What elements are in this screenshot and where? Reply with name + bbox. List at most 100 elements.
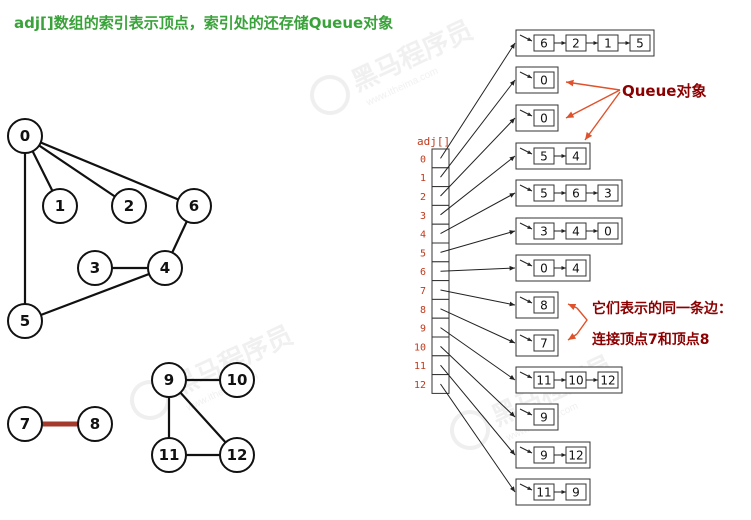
adj-pointer-arrow [440,346,516,418]
queue-node [533,109,555,127]
graph-vertex: 5 [7,303,43,339]
graph-vertex: 7 [7,406,43,442]
adj-index-label: 3 [420,211,426,222]
queue-node [533,296,555,314]
edge-note-arrow [567,333,578,341]
queue-node-value: 11 [536,374,551,388]
vertex-circle [219,362,255,398]
vertex-label: 6 [189,197,199,215]
vertex-circle [111,188,147,224]
queue-annotation: Queue对象 [565,79,706,141]
queue-node [597,222,619,240]
queue-node-value: 1 [604,37,612,51]
adj-index-label: 0 [420,154,426,165]
graph-edges [23,134,238,457]
queue-node-value: 4 [572,150,580,164]
adj-index-label: 9 [420,324,426,335]
adj-array-label: adj[] [417,135,450,148]
queue-node-value: 2 [572,37,580,51]
vertex-label: 3 [90,259,100,277]
graph-vertex: 1 [42,188,78,224]
queue-object: 9 [515,403,559,431]
graph-vertex: 11 [151,437,187,473]
adj-pointer-arrow [440,308,516,344]
queue-annotation-arrow [565,79,621,91]
vertex-label: 2 [124,197,134,215]
adj-pointer-arrow [440,383,516,493]
queue-node [533,334,555,352]
queue-node-value: 6 [540,37,548,51]
queue-node-value: 9 [572,486,580,500]
graph-edge [24,266,166,323]
queue-node-value: 0 [540,74,548,88]
queue-node-value: 6 [572,187,580,201]
queue-node-value: 5 [636,37,644,51]
adj-pointer-arrow [440,265,516,272]
adj-index-label: 10 [414,342,426,353]
adj-cell [431,167,450,188]
adj-pointers [440,42,516,493]
queue-node-value: 4 [572,225,580,239]
vertex-circle [219,437,255,473]
queue-node-value: 0 [540,262,548,276]
graph-vertex: 4 [147,250,183,286]
queue-node [597,184,619,202]
adj-pointer-arrow [440,155,516,216]
queue-object: 8 [515,291,559,319]
queue-node [533,408,555,426]
adj-index-label: 6 [420,267,426,278]
adj-index-label: 4 [420,230,426,241]
queue-object: 7 [515,329,559,357]
adj-pointer-arrow [440,364,516,456]
queue-node [533,71,555,89]
queue-node-value: 9 [540,411,548,425]
queue-head-arrow [519,109,533,117]
adj-pointer-arrow [440,42,516,159]
adj-pointer-arrow [440,327,516,381]
queue-node-value: 5 [540,150,548,164]
adj-index-label: 12 [414,380,426,391]
queue-node [629,34,651,52]
queue-head-arrow [519,296,533,304]
queue-object: 0 [515,66,559,94]
adj-index-label: 7 [420,286,426,297]
queue-head-arrow [519,259,533,267]
queue-head-arrow [519,334,533,342]
adj-index-label: 1 [420,173,426,184]
queue-head-arrow [519,71,533,79]
graph-vertex: 8 [77,406,113,442]
vertex-circle [151,437,187,473]
queue-node-value: 3 [540,225,548,239]
queue-head-arrow [519,408,533,416]
queue-head-arrow [519,483,533,491]
adj-index-label: 11 [414,361,426,372]
queue-node-value: 5 [540,187,548,201]
queue-node-value: 9 [540,449,548,463]
vertex-label: 12 [227,446,248,464]
edge-note-bracket [576,307,588,335]
vertex-circle [7,118,43,154]
queue-node-value: 10 [568,374,583,388]
queue-object: 0 [515,104,559,132]
adj-index-label: 5 [420,248,426,259]
edge-note-line2: 连接顶点7和顶点8 [592,331,709,348]
graph-vertex: 12 [219,437,255,473]
queue-head-arrow [519,371,533,379]
vertex-circle [77,250,113,286]
vertex-label: 9 [164,371,174,389]
queue-head-arrow [519,184,533,192]
graph-vertex: 9 [151,362,187,398]
vertex-label: 0 [20,127,30,145]
queue-node [565,446,587,464]
vertex-label: 11 [159,446,180,464]
graph-vertex: 2 [111,188,147,224]
adj-index-label: 2 [420,192,426,203]
